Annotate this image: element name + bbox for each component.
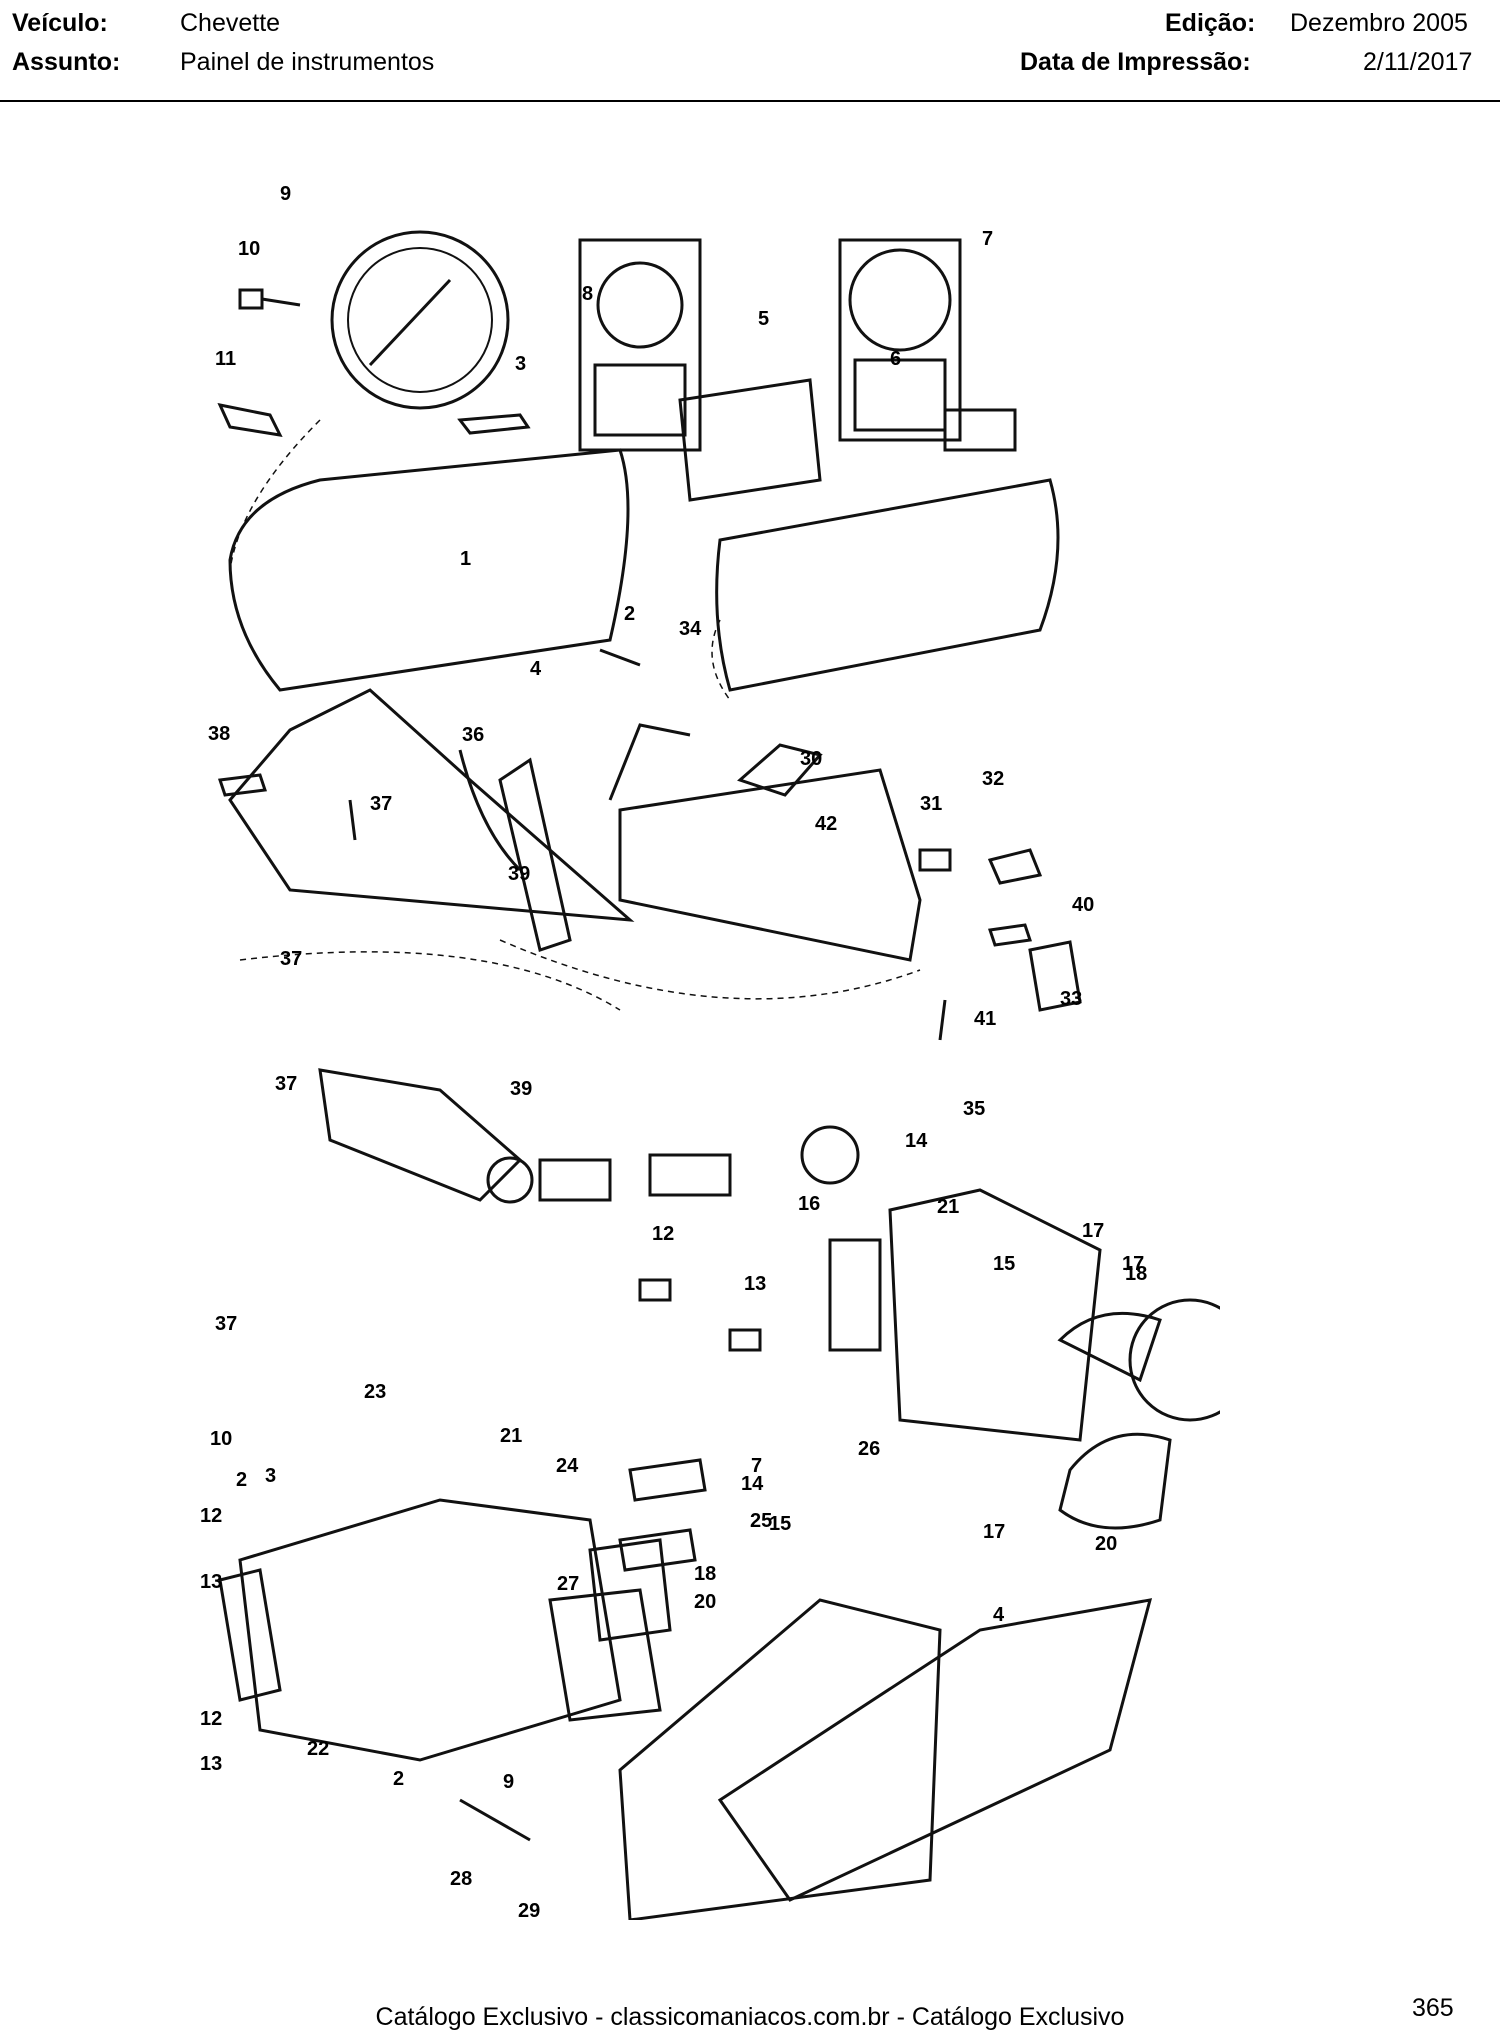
part-callout: 14 — [905, 1130, 928, 1152]
leader-dashes — [229, 419, 921, 1011]
footer-text: Catálogo Exclusivo - classicomaniacos.co… — [375, 2003, 1125, 2031]
part-callout: 17 — [983, 1521, 1005, 1543]
part-callout: 4 — [993, 1604, 1005, 1626]
part-callout: 20 — [694, 1591, 716, 1613]
part-callout: 13 — [200, 1753, 222, 1775]
edition-label: Edição: — [1165, 9, 1256, 37]
part-callout: 2 — [393, 1768, 404, 1790]
header-rule — [0, 100, 1500, 102]
part-callout: 23 — [364, 1381, 386, 1403]
part-callout: 22 — [307, 1738, 329, 1760]
edition-value: Dezembro 2005 — [1290, 9, 1468, 37]
part-callout: 17 — [1122, 1253, 1144, 1275]
part-callout: 18 — [1125, 1263, 1147, 1285]
part-callout: 32 — [982, 768, 1004, 790]
part-callout: 41 — [974, 1008, 996, 1030]
part-callout: 11 — [215, 348, 236, 370]
part-callout: 5 — [758, 308, 769, 330]
part-callout: 34 — [679, 618, 702, 640]
part-callout: 17 — [1082, 1220, 1104, 1242]
exploded-parts-diagram: 1234567891011303132333435363737373738393… — [200, 183, 1220, 1920]
part-callout: 18 — [694, 1563, 716, 1585]
part-callout: 30 — [800, 748, 822, 770]
part-callout: 12 — [200, 1708, 222, 1730]
page-number: 365 — [1412, 1994, 1454, 2022]
vehicle-label: Veículo: — [12, 9, 108, 37]
part-callout: 2 — [236, 1469, 247, 1491]
part-callout: 4 — [530, 658, 542, 680]
part-callout: 26 — [858, 1438, 880, 1460]
part-callout: 27 — [557, 1573, 579, 1595]
part-callout: 35 — [963, 1098, 985, 1120]
part-callout: 37 — [215, 1313, 237, 1335]
part-callout: 21 — [937, 1196, 959, 1218]
part-callout: 15 — [993, 1253, 1015, 1275]
part-number-labels: 1234567891011303132333435363737373738393… — [200, 183, 1147, 1920]
part-callout: 39 — [508, 863, 530, 885]
part-callout: 8 — [582, 283, 593, 305]
part-callout: 40 — [1072, 894, 1094, 916]
part-callout: 37 — [370, 793, 392, 815]
vehicle-value: Chevette — [180, 9, 281, 37]
part-callout: 28 — [450, 1868, 472, 1890]
part-callout: 37 — [275, 1073, 297, 1095]
part-callout: 7 — [982, 228, 993, 250]
part-callout: 25 — [750, 1510, 772, 1532]
part-callout: 33 — [1060, 988, 1082, 1010]
part-callout: 2 — [624, 603, 635, 625]
part-callout: 9 — [503, 1771, 514, 1793]
part-callout: 42 — [815, 813, 837, 835]
part-callout: 38 — [208, 723, 230, 745]
part-callout: 15 — [769, 1513, 791, 1535]
part-callout: 36 — [462, 724, 484, 746]
part-callout: 24 — [556, 1455, 579, 1477]
part-callout: 20 — [1095, 1533, 1117, 1555]
part-callout: 7 — [751, 1455, 762, 1477]
part-callout: 21 — [500, 1425, 522, 1447]
part-callout: 10 — [238, 238, 260, 260]
part-callout: 29 — [518, 1900, 540, 1920]
part-callout: 9 — [280, 183, 291, 205]
part-callout: 3 — [515, 353, 526, 375]
part-callout: 6 — [890, 348, 901, 370]
part-callout: 37 — [280, 948, 302, 970]
part-callout: 10 — [210, 1428, 232, 1450]
print-date-value: 2/11/2017 — [1363, 48, 1473, 76]
part-callout: 13 — [744, 1273, 766, 1295]
part-callout: 12 — [652, 1223, 674, 1245]
part-callout: 31 — [920, 793, 942, 815]
drawing-strokes — [217, 230, 1220, 1920]
part-callout: 39 — [510, 1078, 532, 1100]
part-callout: 14 — [741, 1473, 764, 1495]
subject-value: Painel de instrumentos — [180, 48, 435, 76]
print-date-label: Data de Impressão: — [1020, 48, 1251, 76]
subject-label: Assunto: — [12, 48, 121, 76]
part-callout: 1 — [460, 548, 471, 570]
part-callout: 13 — [200, 1571, 222, 1593]
part-callout: 3 — [265, 1465, 276, 1487]
part-callout: 12 — [200, 1505, 222, 1527]
part-callout: 16 — [798, 1193, 820, 1215]
